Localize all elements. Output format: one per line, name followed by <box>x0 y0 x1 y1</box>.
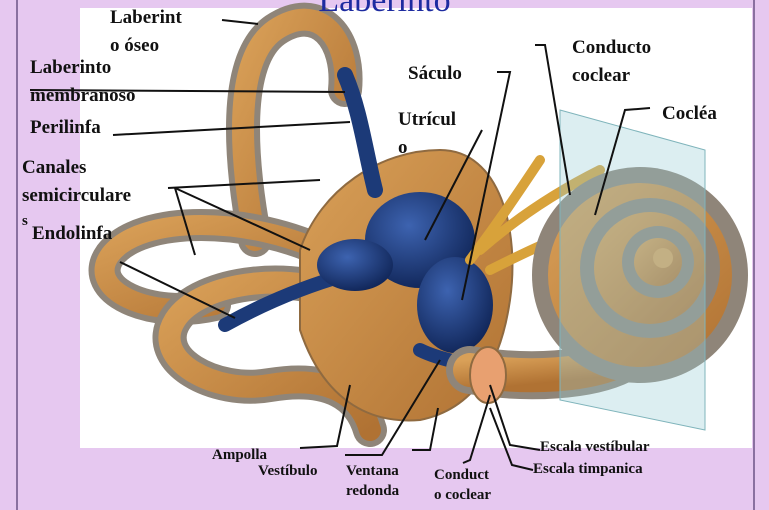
label-laberinto-oseo-line2: o óseo <box>110 36 159 56</box>
label-conducto-coclear-line2: coclear <box>572 66 630 86</box>
round-window <box>470 347 506 403</box>
label-vestibulo: Vestíbulo <box>258 464 317 480</box>
section-plane <box>560 110 705 430</box>
label-utriculo-line1: Utrícul <box>398 110 456 130</box>
saccule-shape <box>417 257 493 353</box>
label-conduct-bottom-line2: o coclear <box>434 488 491 504</box>
label-canales-line3: s <box>22 214 28 230</box>
label-conducto-coclear-line1: Conducto <box>572 38 651 58</box>
label-canales-line1: Canales <box>22 158 86 178</box>
label-coclea: Cocléa <box>662 104 717 124</box>
label-ventana-line2: redonda <box>346 484 399 500</box>
ampulla-shape <box>317 239 393 291</box>
label-utriculo-line2: o <box>398 138 408 158</box>
label-escala-vestibular: Escala vestíbular <box>540 440 650 456</box>
label-endolinfa: Endolinfa <box>32 224 112 244</box>
label-laberinto-membranoso-line2: membranoso <box>30 86 136 106</box>
label-laberinto-oseo-line1: Laberint <box>110 8 182 28</box>
label-canales-line2: semicirculare <box>22 186 131 206</box>
label-conduct-bottom-line1: Conduct <box>434 468 489 484</box>
label-ampolla: Ampolla <box>212 448 267 464</box>
label-perilinfa: Perilinfa <box>30 118 101 138</box>
label-ventana-line1: Ventana <box>346 464 399 480</box>
label-saculo: Sáculo <box>408 64 462 84</box>
label-escala-timpanica: Escala timpanica <box>533 462 643 478</box>
label-laberinto-membranoso-line1: Laberinto <box>30 58 111 78</box>
